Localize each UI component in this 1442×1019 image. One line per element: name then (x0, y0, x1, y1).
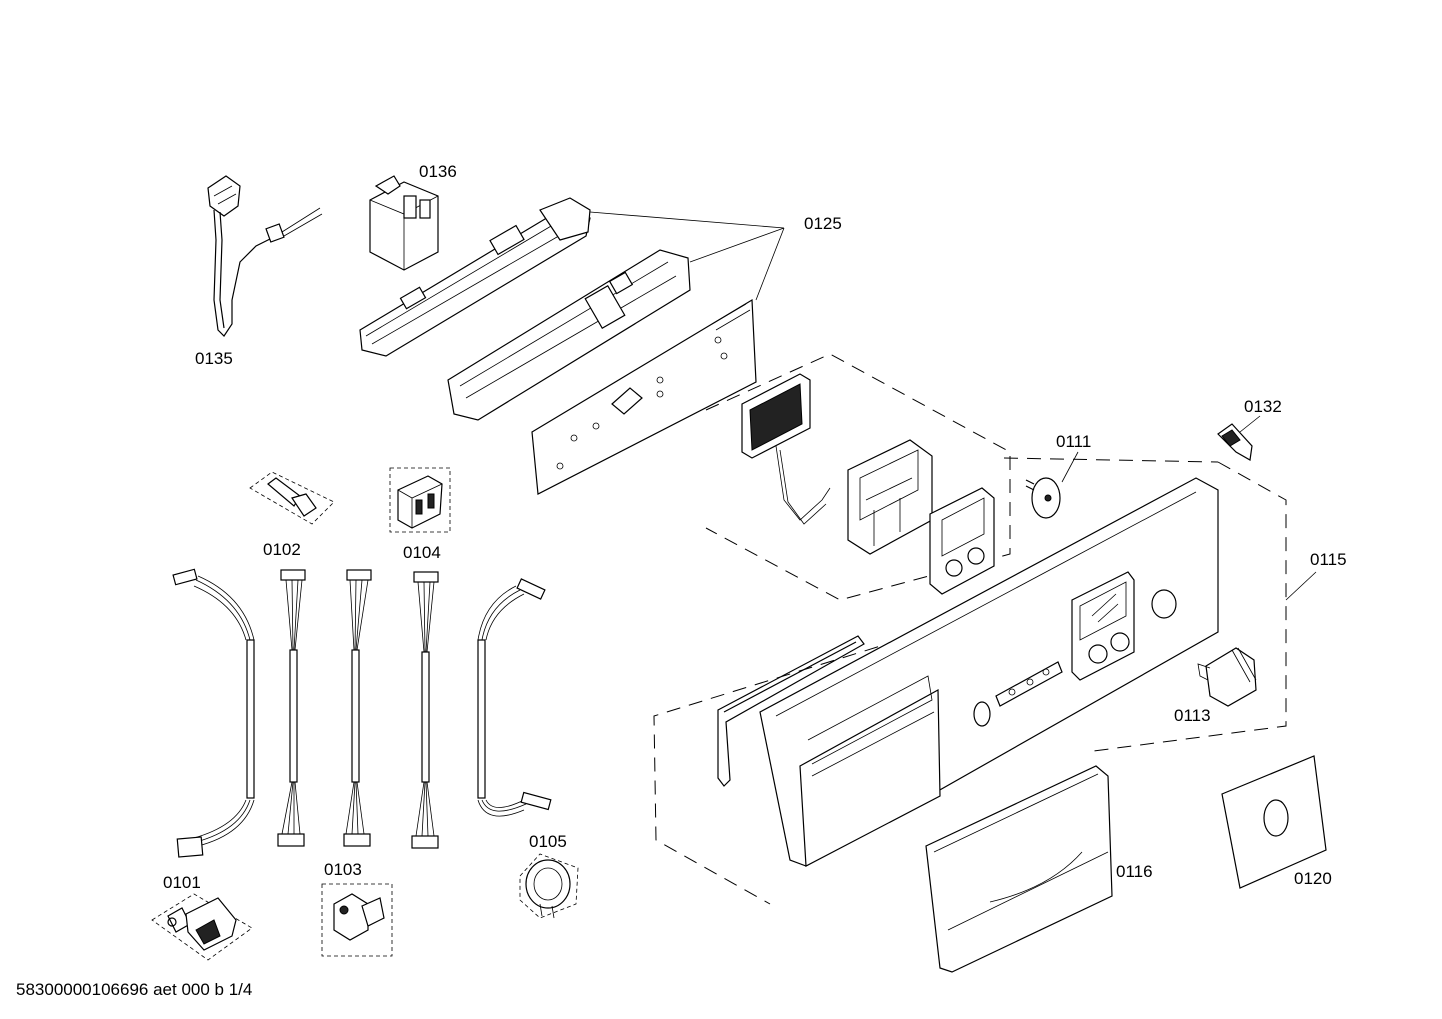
display-group-outline (705, 353, 1011, 601)
part-display-window[interactable] (929, 487, 995, 595)
label-0105: 0105 (529, 832, 567, 851)
part-0103-valve[interactable] (321, 883, 393, 957)
label-0115: 0115 (1310, 550, 1347, 569)
label-0104: 0104 (403, 543, 441, 562)
part-0116-drawer-handle[interactable] (925, 765, 1113, 973)
leader-0115 (1285, 571, 1317, 601)
part-0120-sticker[interactable] (1221, 755, 1327, 889)
label-0132: 0132 (1244, 397, 1282, 416)
label-0111: 0111 (1056, 432, 1091, 451)
part-0101-pump[interactable] (151, 893, 253, 961)
label-0101: 0101 (163, 873, 201, 892)
part-drawer-gasket[interactable] (717, 635, 865, 787)
part-0132-bracket[interactable] (1217, 423, 1253, 461)
part-0135-power-cord[interactable] (207, 175, 323, 337)
label-0113: 0113 (1174, 706, 1211, 725)
part-0105-pressure-switch[interactable] (519, 853, 579, 919)
label-0136: 0136 (419, 162, 457, 181)
part-0104-connector[interactable] (389, 467, 451, 533)
part-display-frame[interactable] (847, 439, 933, 555)
drawing-number: 58300000106696 aet 000 b 1/4 (16, 980, 253, 999)
harness-4[interactable] (411, 571, 439, 849)
label-0103: 0103 (324, 860, 362, 879)
harness-5[interactable] (477, 578, 552, 817)
harness-2[interactable] (277, 569, 306, 847)
leader-0125 (589, 211, 785, 301)
label-0120: 0120 (1294, 869, 1332, 888)
label-0135: 0135 (195, 349, 233, 368)
label-0125: 0125 (804, 214, 842, 233)
part-0136-suppressor[interactable] (369, 175, 439, 271)
label-0102: 0102 (263, 540, 301, 559)
part-0111-spindle[interactable] (1025, 477, 1061, 519)
part-display-module[interactable] (741, 373, 831, 525)
leader-0111 (1061, 451, 1079, 483)
leader-0132 (1239, 415, 1261, 433)
harness-3[interactable] (343, 569, 372, 847)
part-0102-sensor[interactable] (249, 471, 335, 525)
part-0115-control-fascia[interactable] (759, 477, 1219, 867)
part-0125-electronic-module[interactable] (359, 197, 757, 495)
harness-1[interactable] (172, 568, 255, 858)
part-0113-program-knob[interactable] (1197, 647, 1257, 707)
label-0116: 0116 (1116, 862, 1153, 881)
fascia-group-outline (653, 457, 1287, 905)
